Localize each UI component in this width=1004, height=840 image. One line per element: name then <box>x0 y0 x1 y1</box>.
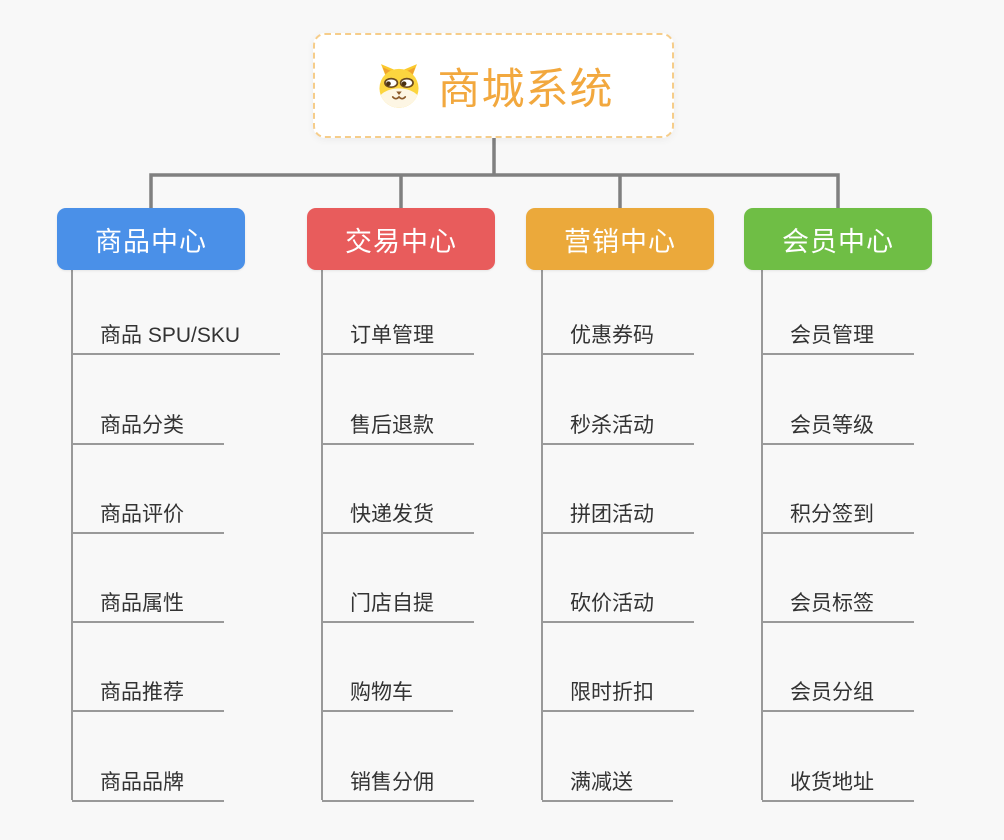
child-topic[interactable]: 秒杀活动 <box>542 407 694 445</box>
child-topic[interactable]: 商品 SPU/SKU <box>72 317 281 355</box>
child-topic[interactable]: 售后退款 <box>322 407 474 445</box>
child-topic[interactable]: 商品分类 <box>72 407 224 445</box>
child-topic[interactable]: 商品推荐 <box>72 674 224 712</box>
child-topic[interactable]: 商品属性 <box>72 585 224 623</box>
child-topic[interactable]: 订单管理 <box>322 317 474 355</box>
branch-rail-line <box>149 173 840 208</box>
child-topic[interactable]: 会员标签 <box>762 585 914 623</box>
child-topic[interactable]: 购物车 <box>322 674 453 712</box>
child-topic[interactable]: 满减送 <box>542 764 673 802</box>
child-topic[interactable]: 会员管理 <box>762 317 914 355</box>
child-topic[interactable]: 会员等级 <box>762 407 914 445</box>
child-topic[interactable]: 商品评价 <box>72 496 224 534</box>
branch-header-member-center[interactable]: 会员中心 <box>744 208 932 270</box>
branch-header-marketing-center[interactable]: 营销中心 <box>526 208 714 270</box>
branch-header-product-center[interactable]: 商品中心 <box>57 208 245 270</box>
branch-header-trade-center[interactable]: 交易中心 <box>307 208 495 270</box>
child-topic[interactable]: 拼团活动 <box>542 496 694 534</box>
root-node[interactable]: 商城系统 <box>313 33 674 138</box>
child-topic[interactable]: 快递发货 <box>322 496 474 534</box>
child-topic[interactable]: 积分签到 <box>762 496 914 534</box>
child-topic[interactable]: 会员分组 <box>762 674 914 712</box>
child-topic[interactable]: 优惠券码 <box>542 317 694 355</box>
child-topic[interactable]: 限时折扣 <box>542 674 694 712</box>
child-topic[interactable]: 砍价活动 <box>542 585 694 623</box>
child-topic[interactable]: 商品品牌 <box>72 764 224 802</box>
dog-mascot-icon <box>374 61 424 111</box>
root-title: 商城系统 <box>437 65 614 114</box>
child-topic[interactable]: 销售分佣 <box>322 764 474 802</box>
child-topic[interactable]: 门店自提 <box>322 585 474 623</box>
child-topic[interactable]: 收货地址 <box>762 764 914 802</box>
